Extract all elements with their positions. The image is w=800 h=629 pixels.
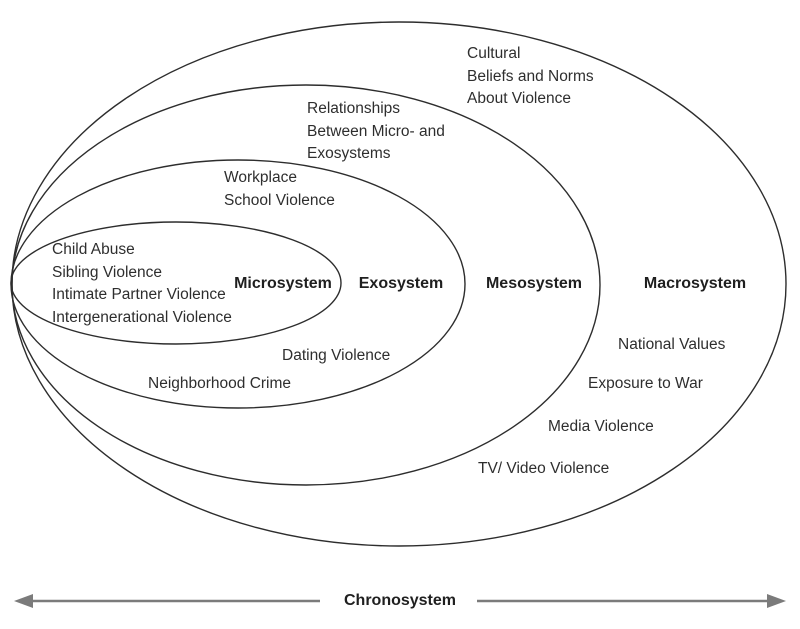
mesosystem-label: Mesosystem (485, 275, 583, 292)
dating-violence-note: Dating Violence (282, 347, 391, 364)
neighborhood-crime-note: Neighborhood Crime (148, 375, 292, 392)
chronosystem-label: Chronosystem (343, 592, 457, 609)
microsystem-label: Microsystem (234, 275, 332, 292)
relationships-note: Relationships Between Micro- and Exosyst… (307, 100, 445, 162)
macrosystem-label: Macrosystem (643, 275, 747, 292)
chronosystem-arrow (14, 594, 786, 608)
cultural-beliefs-note: Cultural Beliefs and Norms About Violenc… (467, 45, 594, 107)
microsystem-examples-note: Child Abuse Sibling Violence Intimate Pa… (52, 241, 232, 326)
arrow-right-head-icon (767, 594, 786, 608)
mesosystem-ellipse (11, 84, 601, 486)
microsystem-ellipse (10, 221, 342, 345)
tv-video-violence-note: TV/ Video Violence (478, 460, 610, 477)
exposure-to-war-note: Exposure to War (588, 375, 703, 392)
workplace-school-note: Workplace School Violence (224, 169, 335, 209)
media-violence-note: Media Violence (548, 418, 654, 435)
national-values-note: National Values (618, 336, 726, 353)
arrow-left-head-icon (14, 594, 33, 608)
exosystem-label: Exosystem (358, 275, 444, 292)
